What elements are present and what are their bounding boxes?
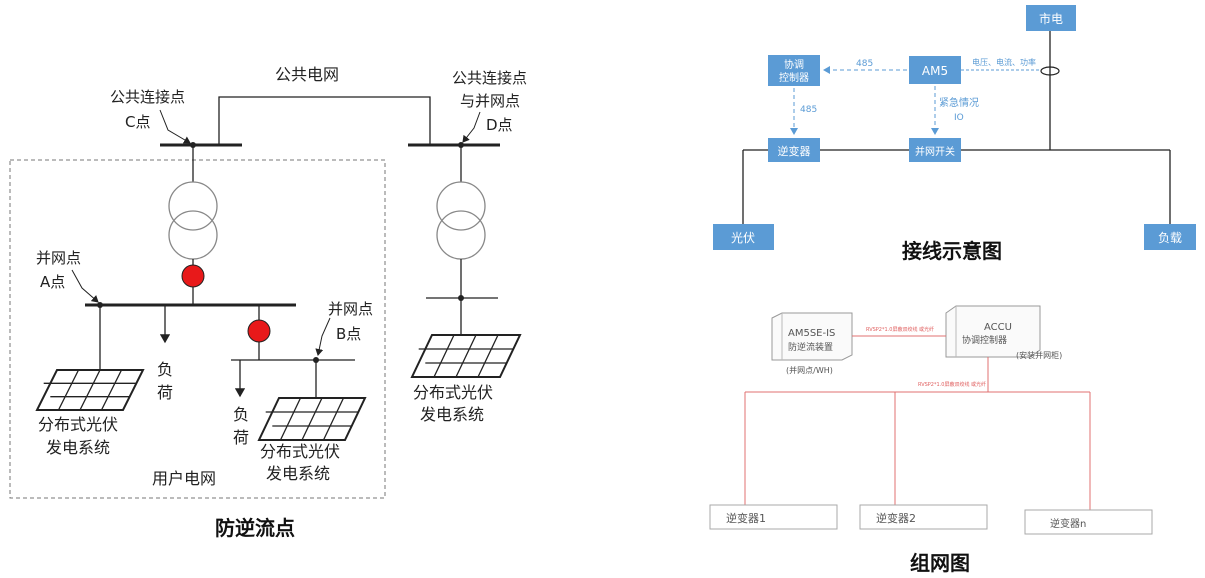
user-grid-label: 用户电网: [152, 469, 216, 488]
pv2-label2: 发电系统: [266, 464, 330, 483]
link-top-label: RVSP2*1.0屏蔽双绞线 或光纤: [866, 326, 934, 333]
red-node-1: [181, 264, 205, 288]
pv1-label2: 发电系统: [46, 438, 110, 457]
inverter-1-label: 逆变器1: [726, 511, 766, 525]
b-point-label1: 并网点: [328, 300, 373, 318]
controller-device: [945, 305, 1041, 358]
io-label: IO: [954, 113, 964, 123]
anti-backflow-diagram: 公共电网 公共连接点 C点 并网点 A点 分布式光伏: [9, 65, 527, 540]
coordinator-label2: 控制器: [779, 71, 809, 84]
inverter-n-box: [1024, 509, 1153, 535]
meter-note: (并网点/WH): [786, 365, 833, 375]
utility-box: [1026, 5, 1076, 31]
wiring-caption: 接线示意图: [902, 239, 1002, 263]
grid-switch-label: 并网开关: [915, 145, 955, 158]
transformer-left: [168, 181, 218, 260]
user-grid-boundary: [9, 159, 386, 499]
inverter-n-label: 逆变器n: [1050, 517, 1086, 530]
b-point-label2: B点: [336, 325, 361, 343]
pv3-label2: 发电系统: [420, 405, 484, 424]
ams-label: AM5: [922, 64, 948, 78]
a-point-label1: 并网点: [36, 249, 81, 267]
wiring-diagram: 市电 AM5 电压、电流、功率 协调 控制器 485 485 紧急情况 IO 逆…: [713, 5, 1196, 263]
link-485-v-label: 485: [800, 105, 817, 115]
pv-panel-2: [257, 397, 367, 441]
load-label: 负载: [1158, 231, 1182, 245]
load1-label2: 荷: [157, 383, 173, 402]
grid-switch-box: [909, 138, 961, 162]
inverter-2-box: [859, 504, 988, 530]
d-point-label2: 与并网点: [460, 92, 520, 110]
load2-label2: 荷: [233, 428, 249, 447]
pv-panel-1: [35, 369, 145, 411]
controller-name: ACCU: [984, 322, 1012, 333]
red-node-2: [247, 319, 271, 343]
pv-panel-3: [410, 334, 522, 378]
load-box: [1144, 224, 1196, 250]
inverter-box: [768, 138, 820, 162]
pv2-label1: 分布式光伏: [260, 442, 340, 461]
ams-box: [909, 56, 961, 84]
load2-label1: 负: [233, 405, 249, 424]
pv-box: [713, 224, 774, 250]
emergency-label: 紧急情况: [939, 96, 979, 109]
inverter-1-box: [709, 504, 838, 530]
controller-sub: 协调控制器: [962, 334, 1007, 346]
public-grid-label: 公共电网: [275, 65, 339, 84]
pv1-label1: 分布式光伏: [38, 415, 118, 434]
d-point-label3: D点: [486, 116, 513, 134]
load1-label1: 负: [157, 360, 173, 379]
pv-label: 光伏: [731, 231, 755, 245]
c-point-label2: C点: [125, 113, 150, 131]
controller-note: (安装并网柜): [1016, 350, 1062, 360]
ams-measure-label: 电压、电流、功率: [972, 57, 1036, 67]
c-point-label1: 公共连接点: [110, 88, 185, 106]
meter-device: [771, 312, 853, 361]
pv3-label1: 分布式光伏: [413, 383, 493, 402]
meter-name: AM5SE-IS: [788, 328, 835, 339]
transformer-right: [436, 181, 486, 260]
coordinator-label1: 协调: [784, 58, 804, 71]
inverter-label: 逆变器: [778, 144, 811, 158]
coordinator-box: [768, 55, 820, 86]
network-diagram: AM5SE-IS 防逆流装置 (并网点/WH) ACCU 协调控制器 (安装并网…: [709, 305, 1153, 575]
utility-label: 市电: [1039, 11, 1063, 26]
network-caption: 组网图: [910, 551, 970, 575]
link-bottom-label: RVSP2*1.0屏蔽双绞线 或光纤: [918, 381, 986, 388]
public-grid-line: [218, 96, 431, 145]
link-485-h-label: 485: [856, 59, 873, 69]
inverter-2-label: 逆变器2: [876, 511, 916, 525]
a-point-label2: A点: [40, 273, 65, 291]
ct-sensor: [1040, 66, 1060, 76]
anti-backflow-caption: 防逆流点: [215, 516, 295, 540]
d-point-label1: 公共连接点: [452, 69, 527, 87]
meter-sub: 防逆流装置: [788, 341, 833, 353]
